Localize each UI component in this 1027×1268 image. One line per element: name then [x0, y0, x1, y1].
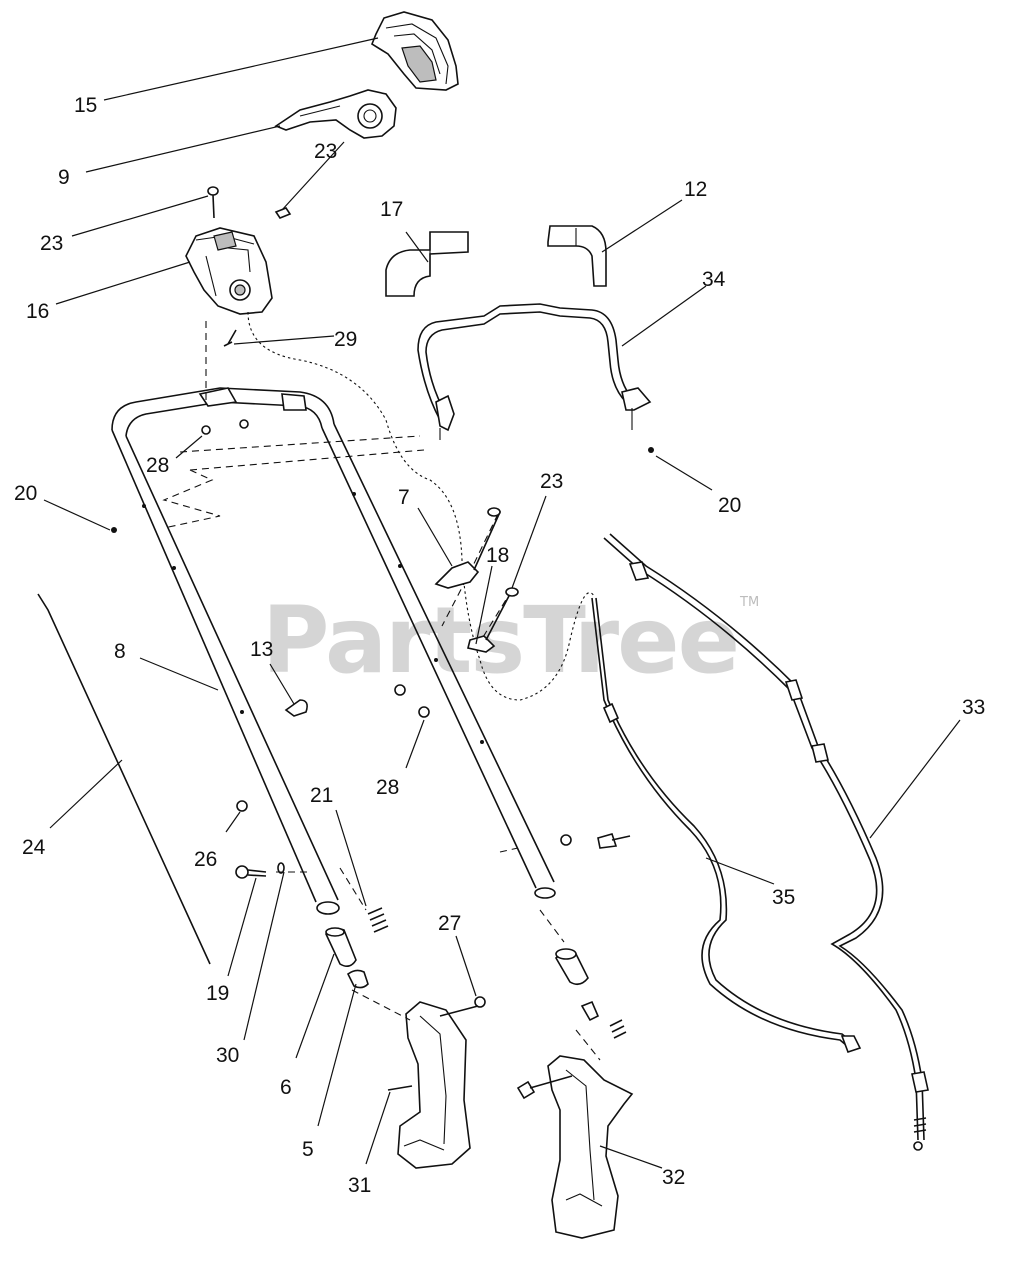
- part-9-bail-lever: [274, 89, 397, 139]
- wire-harness: [247, 311, 595, 701]
- callout-16: 16: [26, 300, 49, 323]
- callout-13: 13: [250, 638, 273, 661]
- callout-28-b: 28: [376, 776, 399, 799]
- handle-right-hardware: [499, 833, 631, 1039]
- callout-6: 6: [280, 1076, 292, 1099]
- part-5-bushing: [346, 969, 369, 989]
- callout-20-b: 20: [718, 494, 741, 517]
- part-15-control-cover: [371, 11, 459, 91]
- callout-31: 31: [348, 1174, 371, 1197]
- callout-18: 18: [486, 544, 509, 567]
- part-20-rivet-left: [111, 527, 117, 533]
- part-20-rivet-right: [648, 447, 654, 453]
- callout-9: 9: [58, 166, 70, 189]
- part-13-clip: [284, 699, 308, 717]
- callout-5: 5: [302, 1138, 314, 1161]
- callout-23-c: 23: [540, 470, 563, 493]
- callout-35: 35: [772, 886, 795, 909]
- part-12-elbow-right: [547, 225, 607, 287]
- part-27-nut: [474, 996, 486, 1008]
- callout-8: 8: [114, 640, 126, 663]
- part-7-bracket: [434, 507, 502, 589]
- callout-19: 19: [206, 982, 229, 1005]
- callout-20-a: 20: [14, 482, 37, 505]
- callout-27: 27: [438, 912, 461, 935]
- callout-32: 32: [662, 1166, 685, 1189]
- part-26-nut: [236, 800, 248, 812]
- callout-26: 26: [194, 848, 217, 871]
- part-31-lower-bracket-left: [351, 989, 479, 1169]
- callout-33: 33: [962, 696, 985, 719]
- callout-12: 12: [684, 178, 707, 201]
- callout-29: 29: [334, 328, 357, 351]
- wire-harness-dashes: [441, 513, 513, 643]
- callout-34: 34: [702, 268, 726, 291]
- callout-17: 17: [380, 198, 403, 221]
- callout-7: 7: [398, 486, 410, 509]
- part-19-bolt: [235, 865, 267, 879]
- part-24-rod: [37, 593, 211, 965]
- part-34-upper-handle: [417, 303, 652, 440]
- part-23-pin-top: [207, 186, 292, 219]
- part-32-lower-bracket-right: [516, 1029, 634, 1239]
- watermark: PartsTree: [262, 587, 738, 694]
- callout-15: 15: [74, 94, 97, 117]
- part-30-washer: [277, 862, 285, 874]
- callout-labels: 15 9 23 23 16 29 17 12 34 28 20 20 7 23 …: [14, 94, 985, 1197]
- leader-lines: [43, 37, 961, 1169]
- callout-24: 24: [22, 836, 46, 859]
- part-28-nuts: [201, 419, 430, 718]
- part-18-bracket: [467, 587, 519, 653]
- part-17-elbow-left: [385, 231, 469, 297]
- callout-21: 21: [310, 784, 333, 807]
- watermark-trademark: TM: [739, 595, 759, 610]
- part-16-switch-housing: [185, 227, 273, 315]
- callout-23-a: 23: [314, 140, 337, 163]
- part-21-spring: [339, 867, 389, 933]
- part-8-main-handle: [111, 318, 556, 915]
- part-35-cable: [591, 597, 862, 1054]
- callout-30: 30: [216, 1044, 239, 1067]
- part-6-sleeve: [325, 927, 357, 968]
- part-33-cable: [603, 533, 929, 1151]
- callout-23-b: 23: [40, 232, 63, 255]
- part-29-screw: [223, 329, 237, 347]
- callout-28-a: 28: [146, 454, 169, 477]
